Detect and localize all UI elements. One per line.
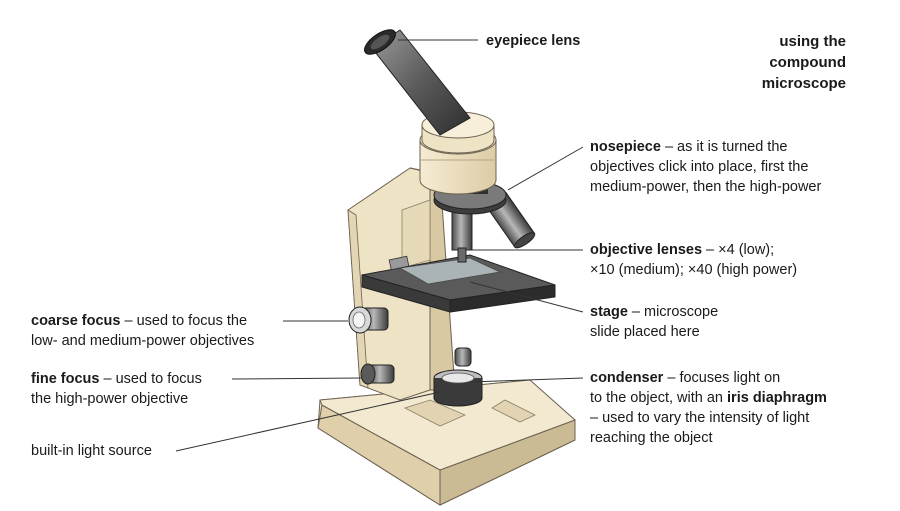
microscope-base bbox=[317, 379, 576, 506]
objective-desc-1: – ×4 (low); bbox=[702, 242, 775, 258]
coarse-focus-knob bbox=[348, 306, 389, 334]
leader-lines bbox=[175, 39, 584, 452]
fine-focus-label: fine focus – used to focus the high-powe… bbox=[31, 369, 251, 409]
stage-leader bbox=[469, 281, 584, 313]
light-source-text: built-in light source bbox=[31, 443, 152, 459]
title-line-3: microscope bbox=[761, 75, 846, 92]
coarse-focus-desc-1: – used to focus the bbox=[120, 313, 248, 329]
coarse-focus-desc-2: low- and medium-power objectives bbox=[31, 333, 255, 349]
objective-desc-2: ×10 (medium); ×40 (high power) bbox=[590, 262, 798, 278]
eyepiece-label: eyepiece lens bbox=[486, 31, 580, 51]
light-source-leader bbox=[175, 391, 441, 452]
coarse-focus-label: coarse focus – used to focus the low- an… bbox=[31, 311, 291, 351]
iris-diaphragm-term: iris diaphragm bbox=[727, 390, 827, 406]
fine-focus-desc-1: – used to focus bbox=[99, 371, 202, 387]
right-focus-knob bbox=[454, 347, 472, 367]
nosepiece-desc-2: objectives click into place, first the bbox=[590, 159, 809, 175]
nosepiece-desc-1: – as it is turned the bbox=[660, 139, 788, 155]
fine-focus-knob bbox=[360, 363, 395, 385]
nosepiece-label: nosepiece – as it is turned the objectiv… bbox=[590, 137, 890, 197]
diagram-title: using the compound microscope bbox=[706, 31, 846, 94]
title-line-1: using the bbox=[779, 33, 846, 50]
nosepiece-leader bbox=[507, 146, 584, 191]
stage-label: stage – microscope slide placed here bbox=[590, 302, 890, 342]
nosepiece-term: nosepiece bbox=[590, 139, 661, 155]
fine-focus-leader bbox=[231, 377, 363, 380]
condenser-desc-3: – used to vary the intensity of light bbox=[590, 410, 810, 426]
eyepiece-term: eyepiece lens bbox=[486, 33, 581, 49]
coarse-focus-term: coarse focus bbox=[31, 313, 121, 329]
condenser-desc-1: – focuses light on bbox=[663, 370, 781, 386]
objective-term: objective lenses bbox=[590, 242, 703, 258]
condenser-unit bbox=[433, 369, 483, 407]
light-source-label: built-in light source bbox=[31, 441, 191, 461]
condenser-term: condenser bbox=[590, 370, 664, 386]
condenser-leader bbox=[469, 377, 584, 383]
fine-focus-desc-2: the high-power objective bbox=[31, 391, 189, 407]
condenser-desc-4: reaching the object bbox=[590, 430, 713, 446]
stage-term: stage bbox=[590, 304, 628, 320]
fine-focus-term: fine focus bbox=[31, 371, 100, 387]
microscope-stage bbox=[361, 254, 556, 313]
stage-desc-1: – microscope bbox=[627, 304, 719, 320]
title-line-2: compound bbox=[769, 54, 846, 71]
nosepiece-desc-3: medium-power, then the high-power bbox=[590, 179, 822, 195]
stage-desc-2: slide placed here bbox=[590, 324, 700, 340]
objective-lenses-label: objective lenses – ×4 (low); ×10 (medium… bbox=[590, 240, 890, 280]
condenser-desc-2: to the object, with an bbox=[590, 390, 728, 406]
eyepiece-tube bbox=[364, 29, 471, 136]
condenser-label: condenser – focuses light on to the obje… bbox=[590, 368, 890, 448]
